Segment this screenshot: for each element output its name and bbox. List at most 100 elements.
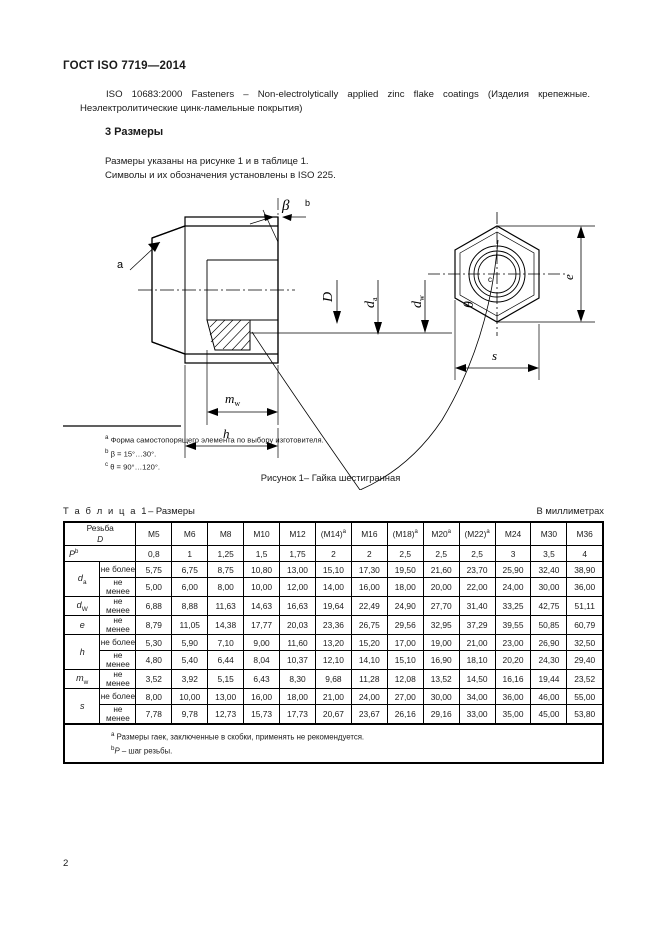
cell: 8,30	[279, 669, 316, 689]
cell: 11,05	[171, 615, 209, 635]
row-label-da: da	[63, 561, 101, 597]
table-title: Т а б л и ц а 1– Размеры	[63, 505, 195, 516]
table-footnote-a-text: Размеры гаек, заключенные в скобки, прим…	[116, 732, 365, 742]
cell: 23,36	[314, 615, 352, 635]
cell: 4	[566, 545, 605, 562]
cell: 8,00	[135, 688, 173, 705]
cell: 45,00	[530, 704, 568, 724]
cell: 8,00	[207, 577, 245, 597]
cell: 25,90	[494, 561, 532, 578]
label-mw: mw	[225, 391, 240, 408]
label-D: D	[321, 292, 336, 303]
cell: 9,68	[314, 669, 352, 689]
page-number: 2	[63, 858, 69, 869]
table-row-da-min: не менее 5,00 6,00 8,00 10,00 12,00 14,0…	[64, 577, 605, 597]
cell: 13,00	[279, 561, 316, 578]
cell: 9,00	[243, 634, 281, 651]
column-header-m20: M20a	[422, 521, 460, 546]
row-qualifier: не менее	[99, 615, 137, 635]
table-head: Резьба D M5 M6 M8 M10 M12 (M14)a M16 (M1…	[63, 521, 605, 546]
label-da: da	[363, 297, 379, 308]
cell: 20,20	[494, 650, 532, 670]
cell: 46,00	[530, 688, 568, 705]
cell: 14,00	[314, 577, 352, 597]
cell: 0,8	[135, 545, 173, 562]
table-footnote-a: a Размеры гаек, заключенные в скобки, пр…	[111, 729, 598, 743]
figure-note-c-text: θ = 90°…120°.	[110, 463, 160, 472]
figure-note-a-marker: a	[105, 434, 109, 441]
table-row-mw: mw не менее 3,52 3,92 5,15 6,43 8,30 9,6…	[63, 669, 605, 689]
row-label-e: e	[63, 615, 101, 635]
cell: 23,52	[566, 669, 605, 689]
body-line-2: Символы и их обозначения установлены в I…	[105, 170, 336, 181]
cell: 17,77	[243, 615, 281, 635]
cell: 5,40	[171, 650, 209, 670]
cell: 6,00	[171, 577, 209, 597]
cell: 24,00	[494, 577, 532, 597]
table-row-s-max: s не более 8,00 10,00 13,00 16,00 18,00 …	[63, 688, 605, 724]
table-footnote-b-text: – шаг резьбы.	[119, 746, 173, 756]
row-qualifier: не более	[99, 561, 137, 578]
cell: 8,79	[135, 615, 173, 635]
cell: 2,5	[386, 545, 424, 562]
cell: 12,00	[279, 577, 316, 597]
cell: 30,00	[422, 688, 460, 705]
cell: 1	[171, 545, 209, 562]
cell: 15,10	[386, 650, 424, 670]
cell: 55,00	[566, 688, 605, 705]
cell: 14,38	[207, 615, 245, 635]
figure-hex-nut: β b a D da dw θ c mw h e s	[60, 190, 605, 490]
cell: 5,15	[207, 669, 245, 689]
label-note-b: b	[305, 198, 310, 208]
cell: 5,30	[135, 634, 173, 651]
cell: 5,90	[171, 634, 209, 651]
table-title-spaced: Т а б л и ц а 1	[63, 505, 149, 516]
column-header-m30: M30	[530, 521, 568, 546]
row-qualifier: не менее	[99, 704, 137, 724]
row-label-p: Pb	[63, 545, 137, 562]
cell: 23,67	[350, 704, 388, 724]
cell: 14,63	[243, 596, 281, 616]
cell: 5,00	[135, 577, 173, 597]
cell: 7,10	[207, 634, 245, 651]
cell: 2,5	[458, 545, 496, 562]
label-beta: β	[281, 198, 290, 214]
cell: 3,92	[171, 669, 209, 689]
cell: 29,56	[386, 615, 424, 635]
column-header-m12: M12	[279, 521, 316, 546]
row-qualifier: не менее	[99, 577, 137, 597]
cell: 35,00	[494, 704, 532, 724]
column-header-m24: M24	[494, 521, 532, 546]
body-line-1: Размеры указаны на рисунке 1 и в таблице…	[105, 156, 309, 167]
cell: 39,55	[494, 615, 532, 635]
table-footnote-a-marker: a	[111, 731, 115, 738]
cell: 13,00	[207, 688, 245, 705]
column-header-m18: (M18)a	[386, 521, 424, 546]
cell: 3	[494, 545, 532, 562]
cell: 11,63	[207, 596, 245, 616]
cell: 16,16	[494, 669, 532, 689]
intro-paragraph: ISO 10683:2000 Fasteners – Non-electroly…	[80, 89, 590, 114]
cell: 15,73	[243, 704, 281, 724]
cell: 34,00	[458, 688, 496, 705]
dimensions-table-wrapper: Резьба D M5 M6 M8 M10 M12 (M14)a M16 (M1…	[63, 521, 605, 765]
cell: 27,00	[386, 688, 424, 705]
body-text-block: Размеры указаны на рисунке 1 и в таблице…	[105, 155, 336, 183]
cell: 3,5	[530, 545, 568, 562]
cell: 21,00	[314, 688, 352, 705]
label-s: s	[492, 348, 497, 363]
cell: 1,25	[207, 545, 245, 562]
figure-note-c-marker: c	[105, 461, 109, 469]
column-header-m5: M5	[135, 521, 173, 546]
cell: 2	[314, 545, 352, 562]
cell: 22,49	[350, 596, 388, 616]
cell: 1,5	[243, 545, 281, 562]
cell: 12,73	[207, 704, 245, 724]
label-note-a: a	[117, 259, 124, 271]
table-row-p: Pb 0,8 1 1,25 1,5 1,75 2 2 2,5 2,5 2,5 3…	[63, 545, 605, 562]
cell: 9,78	[171, 704, 209, 724]
row-qualifier: не менее	[99, 596, 137, 616]
row-qualifier: не более	[99, 634, 137, 651]
header-thread-cell: Резьба D	[63, 521, 137, 546]
cell: 33,25	[494, 596, 532, 616]
